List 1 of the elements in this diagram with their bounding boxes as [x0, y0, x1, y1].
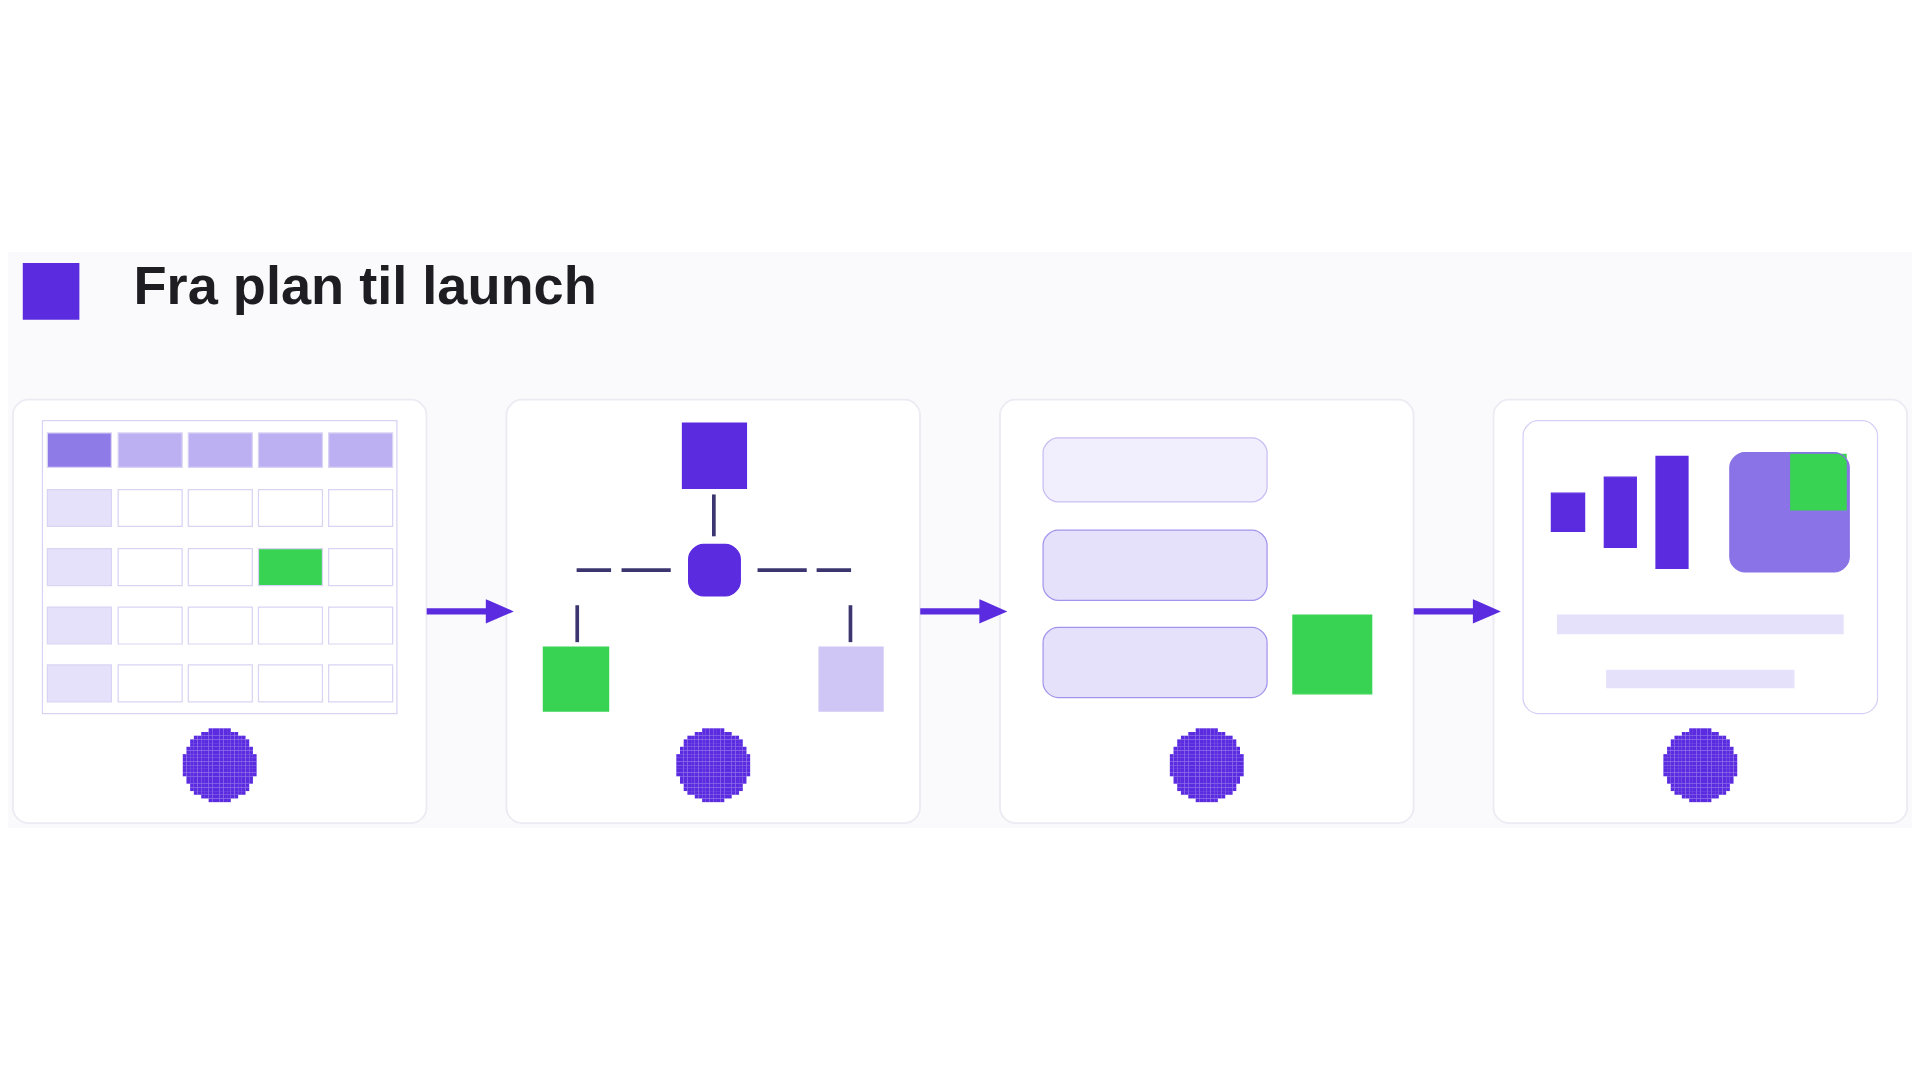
diagram-title: Fra plan til launch	[133, 254, 597, 315]
